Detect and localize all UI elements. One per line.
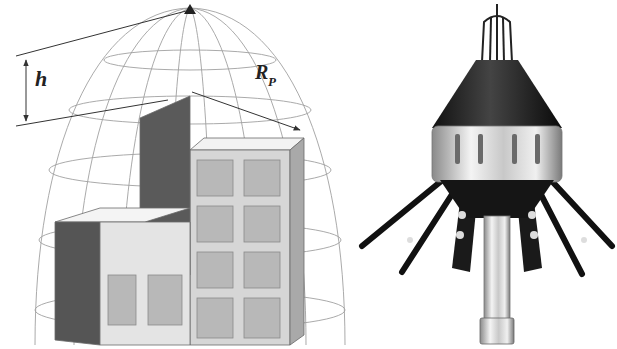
slot (535, 134, 540, 164)
rod-tip (184, 4, 196, 14)
cage-wire (482, 16, 512, 62)
building (55, 96, 304, 345)
radius-label: R (255, 62, 268, 82)
ese-lightning-rod (362, 4, 612, 344)
leg (549, 178, 612, 246)
rod-cage (482, 4, 512, 62)
dimension-line (26, 60, 27, 121)
window (244, 160, 280, 196)
window (244, 252, 280, 288)
dome-outline (35, 8, 345, 345)
hole (456, 231, 464, 239)
window (148, 275, 182, 325)
windows (108, 160, 280, 338)
protection-dome (35, 8, 345, 345)
band-slots (455, 134, 540, 164)
window (197, 206, 233, 242)
leg (536, 185, 582, 274)
leg (362, 178, 445, 246)
rod-spike (496, 4, 498, 62)
radius-arrow (192, 92, 300, 130)
dome-meridian (74, 8, 306, 345)
slot (478, 134, 483, 164)
cage-wire (503, 18, 504, 62)
lower-cone (440, 180, 554, 218)
leg (402, 185, 458, 272)
silver-band (432, 126, 562, 182)
tower-side (290, 138, 304, 345)
window (244, 206, 280, 242)
nut (480, 318, 514, 344)
upper-cone (432, 60, 562, 128)
hole (528, 211, 536, 219)
window (197, 160, 233, 196)
window (197, 252, 233, 288)
mast (484, 216, 510, 324)
hole (530, 231, 538, 239)
window (197, 298, 233, 338)
low-roof (55, 208, 190, 222)
radius-subscript: P (268, 75, 276, 88)
hole (458, 211, 466, 219)
extension-line (16, 11, 186, 56)
cage-wire (490, 18, 491, 62)
tower-roof (190, 138, 304, 150)
dome-parallel (104, 50, 276, 70)
low-front (100, 222, 190, 345)
height-label: h (35, 68, 47, 90)
window (108, 275, 136, 325)
slot (512, 134, 517, 164)
hole (407, 237, 413, 243)
tower-front (190, 150, 290, 345)
hole (581, 237, 587, 243)
low-side (55, 222, 100, 345)
extension-line (16, 100, 168, 126)
window (244, 298, 280, 338)
height-dimension (16, 11, 186, 126)
slot (455, 134, 460, 164)
